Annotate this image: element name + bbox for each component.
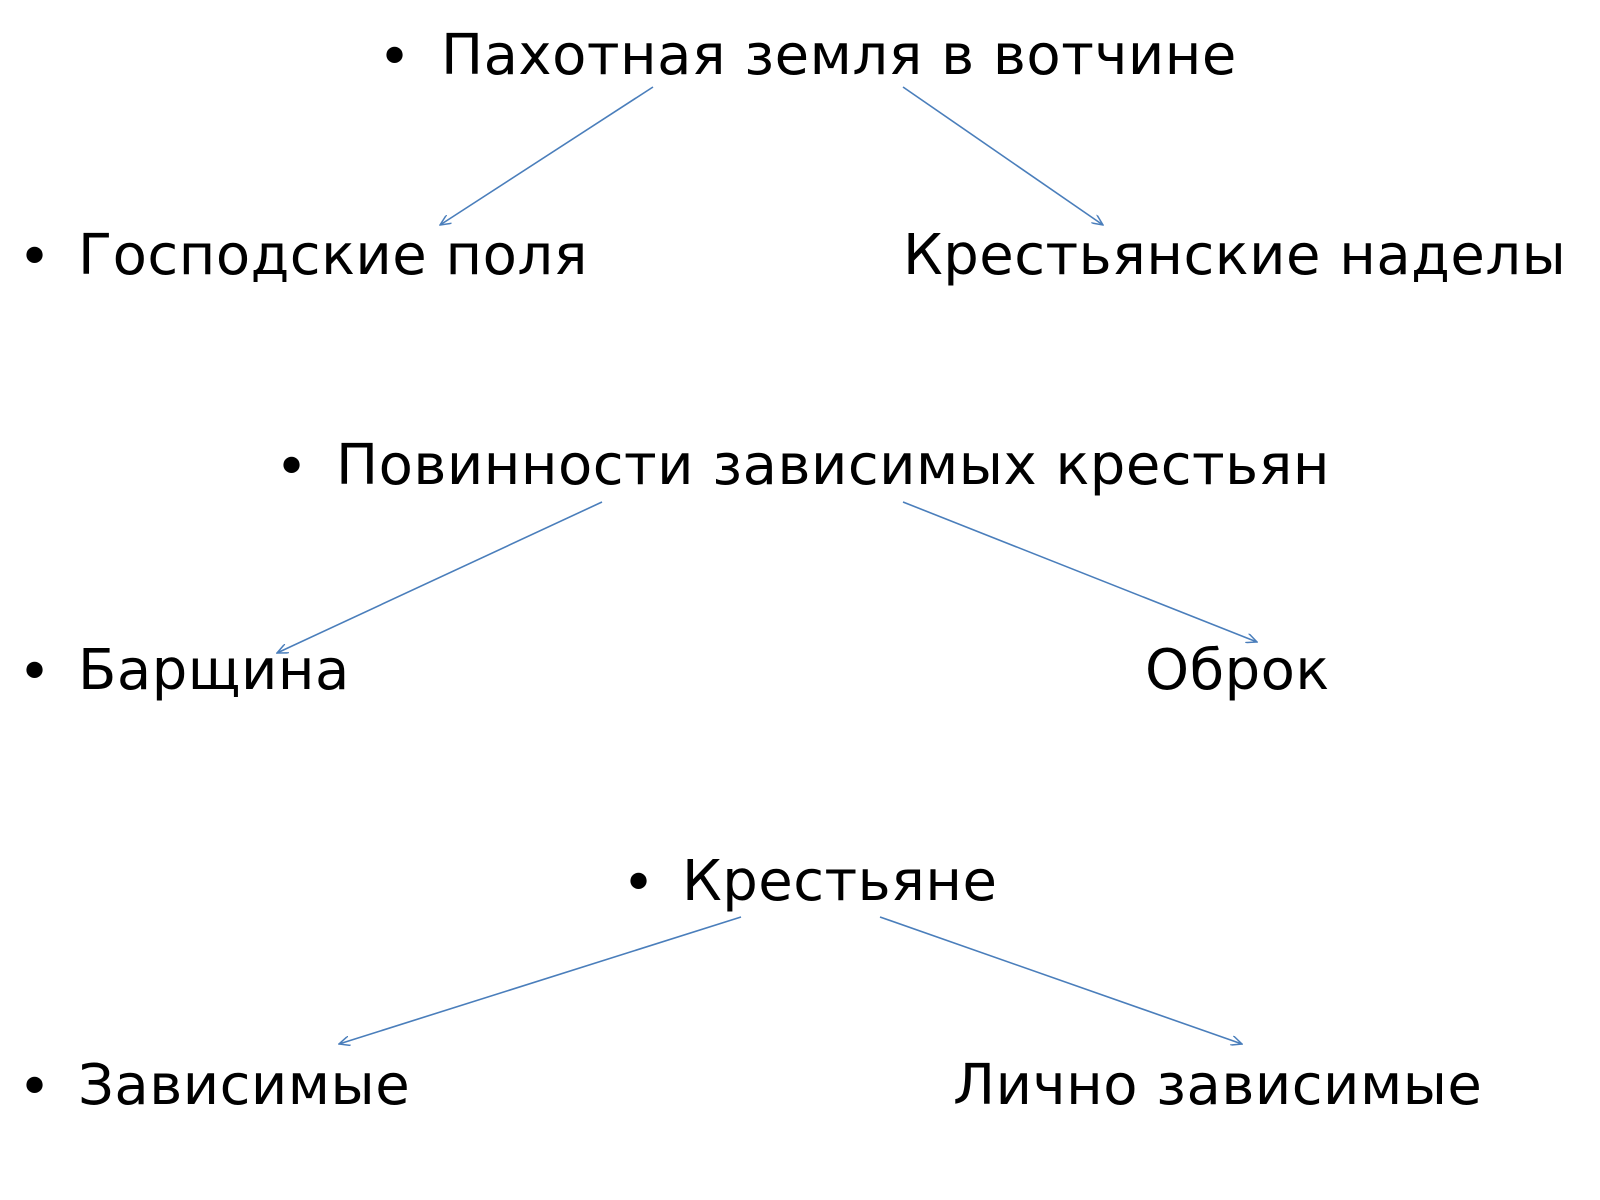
node-left-lord-fields: Господские поля xyxy=(78,223,588,288)
arrow-land-to-peasant-plots xyxy=(902,86,1103,225)
node-right-quitrent: Оброк xyxy=(1145,638,1330,703)
node-left-corvee: Барщина xyxy=(78,638,350,703)
node-left-dependent: Зависимые xyxy=(78,1053,411,1118)
node-right-personally-dependent: Лично зависимые xyxy=(953,1053,1483,1118)
bullet-icon xyxy=(18,222,51,294)
node-parent-land: Пахотная земля в вотчине xyxy=(441,23,1237,88)
arrow-peasants-to-dependent xyxy=(339,916,742,1044)
bullet-icon xyxy=(275,432,308,504)
bullet-icon xyxy=(18,637,51,709)
arrow-land-to-lord-fields xyxy=(440,86,654,225)
node-parent-duties: Повинности зависимых крестьян xyxy=(336,433,1330,498)
node-right-peasant-plots: Крестьянские наделы xyxy=(903,223,1567,288)
arrow-duties-to-quitrent xyxy=(902,501,1257,642)
arrow-peasants-to-personally-dependent xyxy=(879,916,1242,1044)
arrow-duties-to-corvee xyxy=(277,501,603,653)
bullet-icon xyxy=(378,22,411,94)
node-parent-peasants: Крестьяне xyxy=(682,849,998,914)
bullet-icon xyxy=(18,1052,51,1124)
bullet-icon xyxy=(622,848,655,920)
